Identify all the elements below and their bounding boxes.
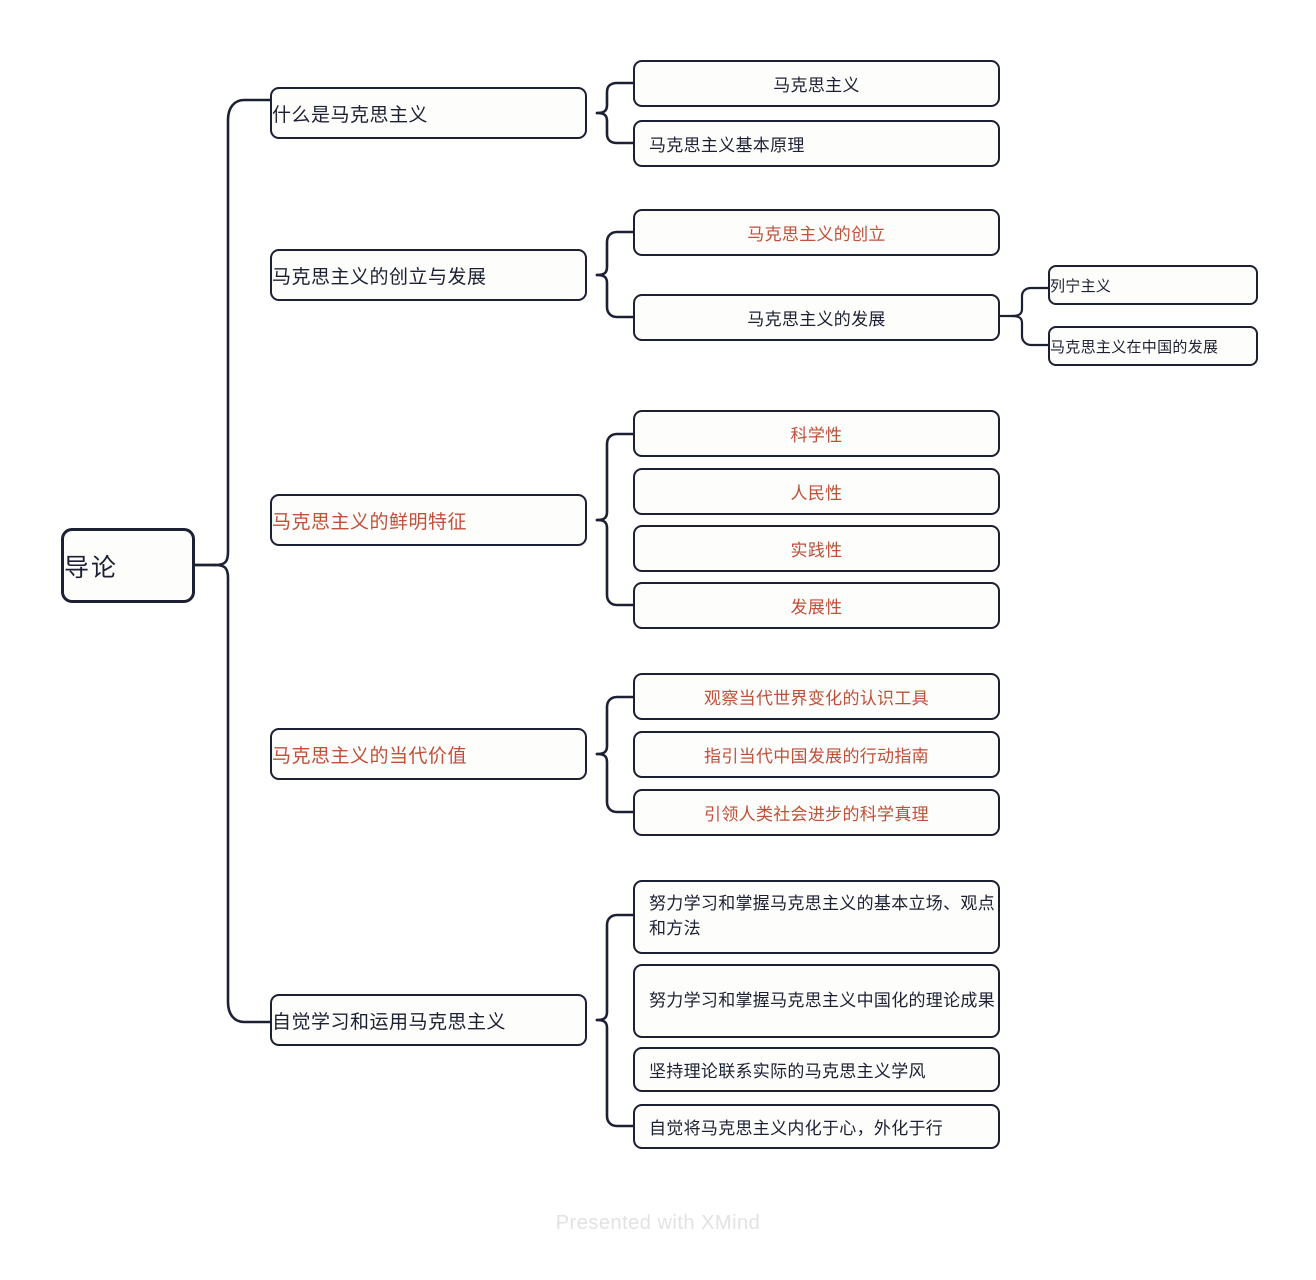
child-node-3-1[interactable]: 科学性	[633, 410, 1000, 457]
child-label-3-1: 科学性	[790, 426, 843, 445]
child-node-3-2[interactable]: 人民性	[633, 468, 1000, 515]
main-brace	[213, 98, 284, 567]
child-node-5-2[interactable]: 努力学习和掌握马克思主义中国化的理论成果	[633, 964, 1000, 1038]
child-label-1-2: 马克思主义基本原理	[649, 136, 805, 155]
child-node-3-3[interactable]: 实践性	[633, 525, 1000, 572]
child-node-4-3[interactable]: 引领人类社会进步的科学真理	[633, 789, 1000, 836]
grandchild-label-2-2-1: 列宁主义	[1050, 277, 1112, 295]
subbrace-4	[595, 695, 635, 756]
subbrace-4b	[595, 752, 635, 814]
grandchild-node-2-2-1[interactable]: 列宁主义	[1048, 265, 1258, 305]
child-label-2-2: 马克思主义的发展	[747, 310, 886, 329]
subbrace-2-2-b	[1010, 314, 1050, 347]
subbrace-2	[595, 230, 635, 277]
child-label-1-1: 马克思主义	[773, 76, 860, 95]
branch-label-3: 马克思主义的鲜明特征	[272, 511, 468, 533]
xmind-watermark: Presented with XMind	[555, 1212, 761, 1234]
child-node-5-1[interactable]: 努力学习和掌握马克思主义的基本立场、观点和方法	[633, 880, 1000, 954]
subbrace-5	[595, 913, 635, 1022]
child-label-4-3: 引领人类社会进步的科学真理	[704, 805, 929, 824]
branch-node-4[interactable]: 马克思主义的当代价值	[270, 728, 587, 780]
subbrace-1	[595, 81, 635, 115]
child-label-4-2: 指引当代中国发展的行动指南	[704, 747, 929, 766]
root-label: 导论	[64, 553, 119, 582]
child-label-3-3: 实践性	[790, 541, 843, 560]
subbrace-3b	[595, 518, 635, 607]
branch-node-5[interactable]: 自觉学习和运用马克思主义	[270, 994, 587, 1046]
child-label-5-2: 努力学习和掌握马克思主义中国化的理论成果	[649, 990, 995, 1010]
child-node-1-2[interactable]: 马克思主义基本原理	[633, 120, 1000, 167]
child-label-5-3: 坚持理论联系实际的马克思主义学风	[649, 1062, 926, 1081]
child-node-5-4[interactable]: 自觉将马克思主义内化于心，外化于行	[633, 1104, 1000, 1149]
child-label-5-4: 自觉将马克思主义内化于心，外化于行	[649, 1119, 944, 1138]
child-node-1-1[interactable]: 马克思主义	[633, 60, 1000, 107]
branch-label-4: 马克思主义的当代价值	[272, 745, 468, 767]
child-node-4-1[interactable]: 观察当代世界变化的认识工具	[633, 673, 1000, 720]
grandchild-label-2-2-2: 马克思主义在中国的发展	[1050, 338, 1219, 356]
grandchild-node-2-2-2[interactable]: 马克思主义在中国的发展	[1048, 326, 1258, 366]
branch-label-5: 自觉学习和运用马克思主义	[272, 1011, 507, 1033]
subbrace-5b	[595, 1018, 635, 1128]
child-node-4-2[interactable]: 指引当代中国发展的行动指南	[633, 731, 1000, 778]
child-label-2-1: 马克思主义的创立	[747, 225, 886, 244]
main-brace-lower	[213, 563, 284, 1024]
branch-label-2: 马克思主义的创立与发展	[272, 266, 487, 288]
child-node-3-4[interactable]: 发展性	[633, 582, 1000, 629]
child-label-5-1: 努力学习和掌握马克思主义的基本立场、观点和方法	[649, 894, 995, 938]
child-node-2-1[interactable]: 马克思主义的创立	[633, 209, 1000, 256]
child-label-3-2: 人民性	[790, 484, 843, 503]
branch-node-3[interactable]: 马克思主义的鲜明特征	[270, 494, 587, 546]
subbrace-3	[595, 432, 635, 522]
subbrace-2b	[595, 273, 635, 319]
root-node[interactable]: 导论	[61, 528, 195, 603]
child-node-5-3[interactable]: 坚持理论联系实际的马克思主义学风	[633, 1047, 1000, 1092]
subbrace-2-2-a	[998, 286, 1050, 318]
subbrace-1b	[595, 111, 635, 145]
child-label-4-1: 观察当代世界变化的认识工具	[704, 689, 929, 708]
branch-node-2[interactable]: 马克思主义的创立与发展	[270, 249, 587, 301]
branch-label-1: 什么是马克思主义	[272, 104, 429, 126]
child-node-2-2[interactable]: 马克思主义的发展	[633, 294, 1000, 341]
branch-node-1[interactable]: 什么是马克思主义	[270, 87, 587, 139]
child-label-3-4: 发展性	[790, 598, 843, 617]
